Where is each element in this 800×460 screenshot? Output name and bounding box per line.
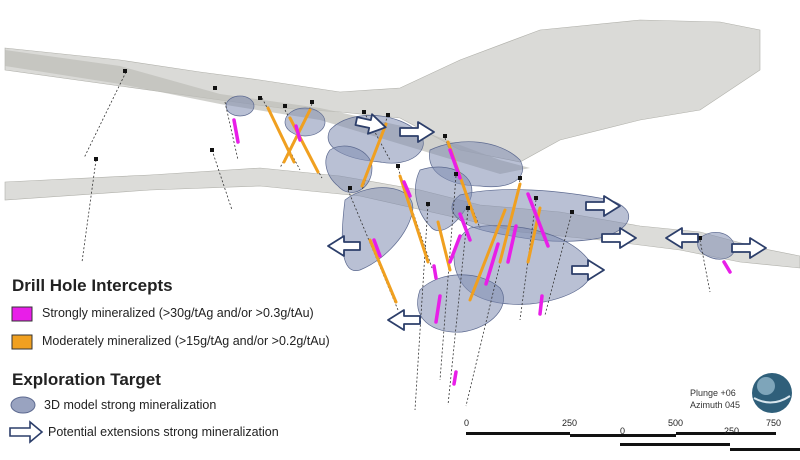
collar — [283, 104, 287, 108]
drill-trace — [224, 101, 239, 161]
target-title: Exploration Target — [12, 370, 161, 389]
model-body — [325, 145, 373, 193]
moderate-intercept — [282, 108, 312, 164]
extension-arrow — [731, 237, 767, 259]
collar — [123, 69, 127, 73]
collar — [426, 202, 430, 206]
scale-bar — [466, 432, 800, 451]
moderate-intercept — [468, 208, 507, 302]
scale-tick: 750 — [766, 418, 782, 428]
extension-arrows — [327, 113, 767, 331]
strong-intercept — [448, 148, 462, 180]
moderate-intercept — [398, 174, 430, 264]
extension-arrow — [354, 113, 387, 135]
model-body — [697, 231, 736, 260]
azimuth-label: Azimuth 045 — [690, 400, 741, 410]
scale-tick: 500 — [668, 418, 684, 428]
collar — [348, 186, 352, 190]
scale-tick: 250 — [562, 418, 578, 428]
moderate-intercept — [368, 238, 398, 304]
collar — [570, 210, 574, 214]
strong-intercept — [722, 260, 732, 274]
collar — [466, 206, 470, 210]
scale-tick: 0 — [464, 418, 470, 428]
extension-arrow — [387, 309, 421, 331]
extension-arrow — [585, 195, 621, 217]
drill-trace — [544, 211, 573, 316]
extension-arrow — [399, 121, 435, 143]
strong-intercept — [232, 118, 240, 144]
collar — [443, 134, 447, 138]
collar — [454, 172, 458, 176]
drill-trace — [211, 149, 233, 211]
extension-arrow — [665, 227, 699, 249]
drill-collars — [94, 69, 702, 240]
collar — [518, 176, 522, 180]
collar — [698, 236, 702, 240]
scale-tick: 0 — [620, 426, 626, 436]
extension-swatch — [9, 420, 44, 444]
moderate-intercept — [360, 122, 388, 188]
strong-intercept — [484, 242, 500, 286]
collar — [213, 86, 217, 90]
strong-intercept — [458, 212, 472, 242]
strong-swatch — [11, 306, 33, 322]
strong-intercept — [452, 370, 458, 386]
strong-intercept — [294, 124, 302, 142]
drill-trace — [699, 239, 711, 293]
collar — [258, 96, 262, 100]
strong-intercept — [402, 180, 412, 198]
collar — [310, 100, 314, 104]
collar — [94, 157, 98, 161]
moderate-intercept — [436, 220, 452, 272]
extension-arrow — [327, 235, 361, 257]
drill-trace — [81, 159, 97, 263]
model-swatch — [10, 396, 36, 414]
collar — [396, 164, 400, 168]
strong-intercept — [434, 294, 442, 324]
moderate-intercept — [498, 182, 522, 264]
strong-label: Strongly mineralized (>30g/tAg and/or >0… — [42, 306, 314, 320]
collar — [210, 148, 214, 152]
model-body — [417, 274, 504, 333]
scale-tick: 250 — [724, 426, 740, 436]
mineralization-model — [225, 95, 736, 333]
collar — [386, 113, 390, 117]
extension-arrow — [571, 259, 605, 281]
plunge-label: Plunge +06 — [690, 388, 736, 398]
strong-intercept — [526, 192, 550, 248]
extension-arrow — [601, 227, 637, 249]
intercepts-title: Drill Hole Intercepts — [12, 276, 173, 295]
strong-intercept — [372, 238, 382, 258]
strong-intercept — [448, 234, 462, 264]
collar — [362, 110, 366, 114]
moderate-swatch — [11, 334, 33, 350]
strong-intercept — [506, 224, 518, 264]
strong-intercept — [538, 294, 544, 316]
model-label: 3D model strong mineralization — [44, 398, 217, 412]
drill-trace — [447, 209, 469, 406]
extension-label: Potential extensions strong mineralizati… — [48, 425, 279, 439]
orientation-globe-icon — [752, 373, 792, 413]
model-body — [225, 95, 255, 117]
drill-trace — [465, 179, 521, 407]
moderate-label: Moderately mineralized (>15g/tAg and/or … — [42, 334, 330, 348]
strong-intercepts — [232, 118, 732, 386]
strong-intercept — [432, 264, 438, 280]
collar — [534, 196, 538, 200]
